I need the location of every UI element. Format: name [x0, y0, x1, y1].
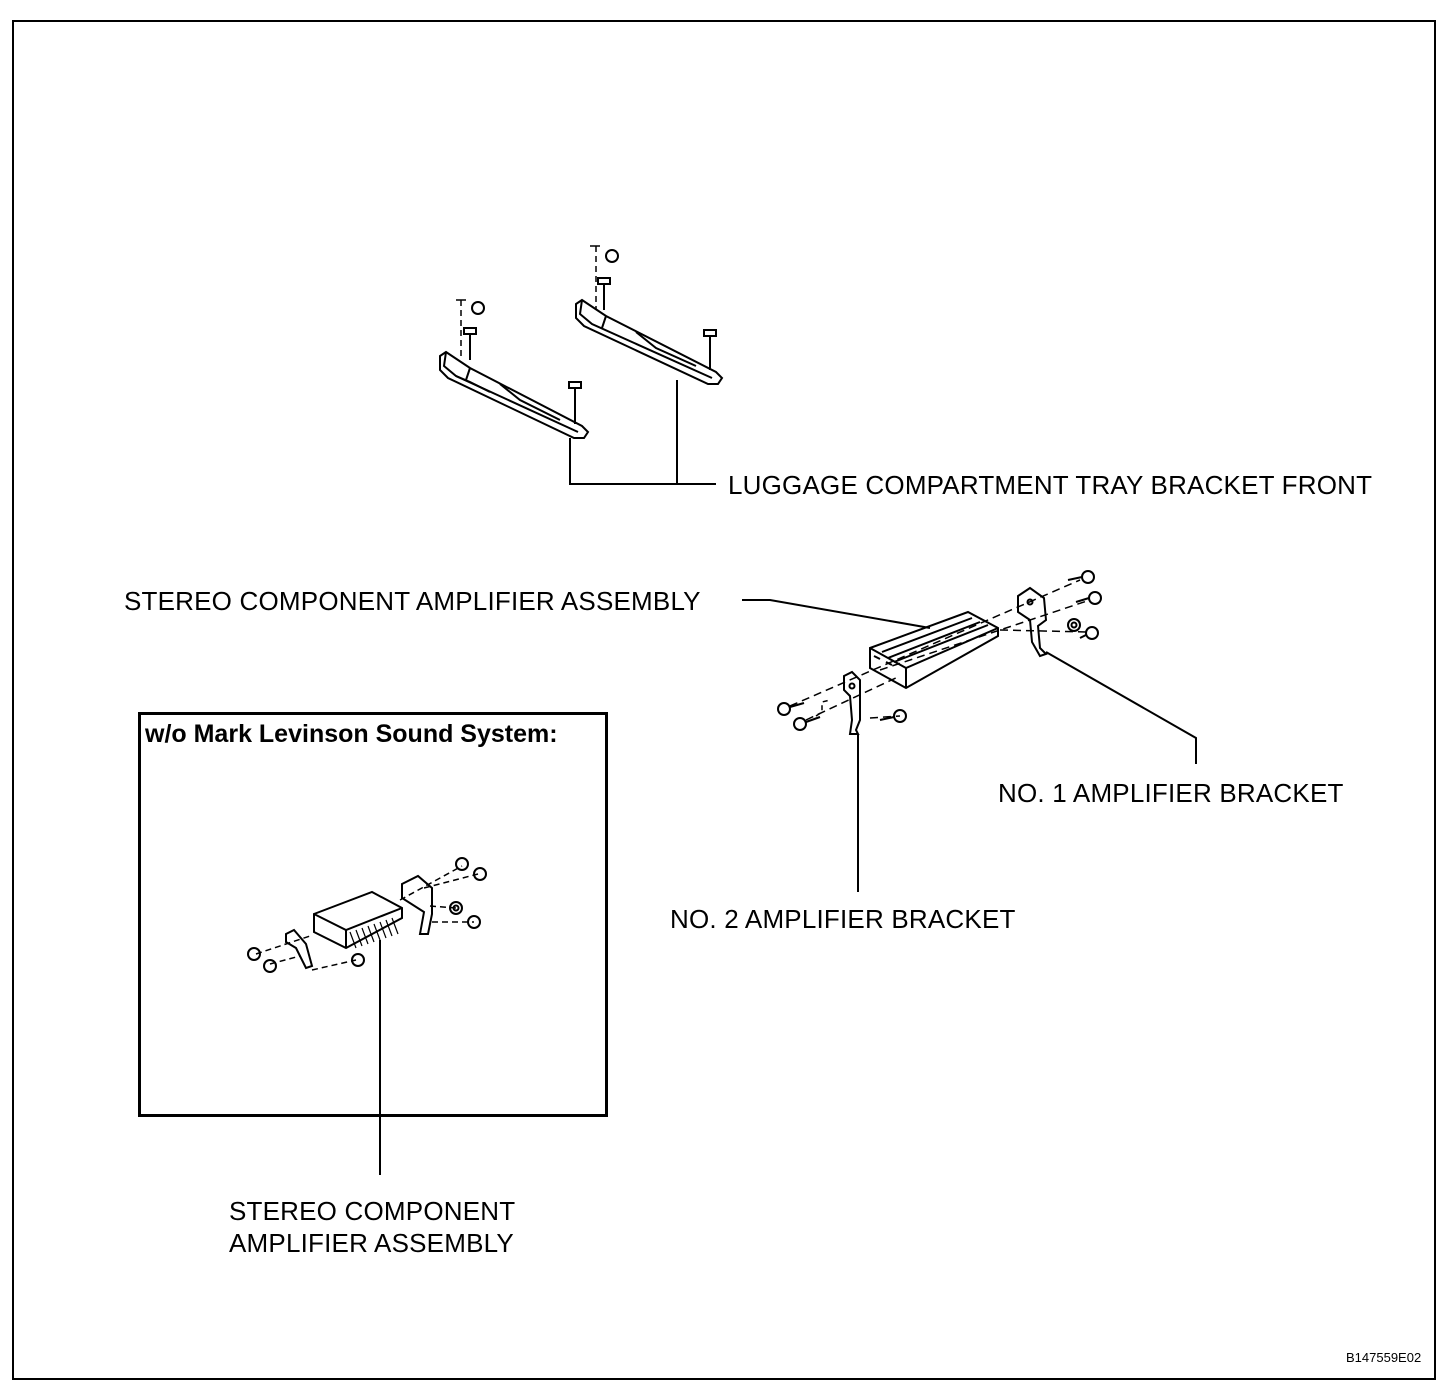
no1-bracket-leader	[1045, 651, 1197, 764]
main-assembly-bolts	[777, 570, 1102, 731]
inset-box	[138, 712, 608, 1117]
no2-bracket-label: NO. 2 AMPLIFIER BRACKET	[670, 904, 1016, 934]
no1-bracket-label: NO. 1 AMPLIFIER BRACKET	[998, 778, 1344, 808]
inset-amp-label-line2: AMPLIFIER ASSEMBLY	[229, 1228, 514, 1258]
tray-bracket-left	[439, 350, 590, 439]
tray-bracket-left-fasteners	[456, 299, 582, 424]
inset-title: w/o Mark Levinson Sound System:	[145, 720, 558, 748]
tray-bracket-right-fasteners	[590, 245, 717, 370]
amp-assembly-leader	[742, 599, 931, 629]
tray-bracket-right	[575, 298, 724, 385]
no2-amplifier-bracket	[843, 670, 861, 735]
inset-amp-label-line1: STEREO COMPONENT	[229, 1196, 516, 1226]
figure-id: B147559E02	[1346, 1350, 1422, 1365]
tray-bracket-label: LUGGAGE COMPARTMENT TRAY BRACKET FRONT	[728, 470, 1373, 500]
amp-assembly-label: STEREO COMPONENT AMPLIFIER ASSEMBLY	[124, 586, 701, 616]
inset-amplifier-illustration	[247, 857, 487, 1175]
amplifier-main	[869, 610, 999, 690]
diagram-frame	[12, 20, 1436, 1380]
tray-bracket-leader	[569, 380, 716, 485]
